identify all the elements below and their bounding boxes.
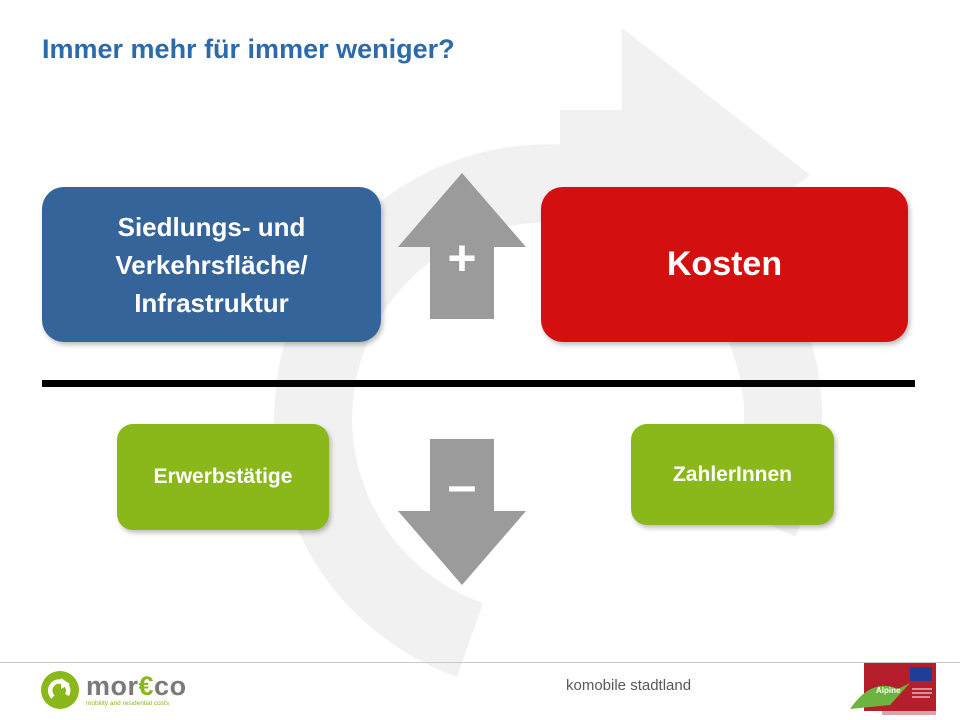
badge-label: Alpine: [876, 686, 901, 695]
minus-sign: –: [447, 457, 477, 515]
footer-divider: [0, 662, 960, 663]
infrastructure-box: Siedlungs- und Verkehrsfläche/ Infrastru…: [42, 187, 381, 342]
footer-center-text: komobile stadtland: [566, 677, 692, 694]
logo-prefix: mor: [86, 670, 139, 701]
down-arrow-icon: [398, 439, 526, 585]
payers-box: ZahlerInnen: [631, 424, 834, 525]
costs-box: Kosten: [541, 187, 908, 342]
slide-title: Immer mehr für immer weniger?: [42, 34, 455, 64]
infrastructure-label: Siedlungs- und Verkehrsfläche/ Infrastru…: [115, 211, 308, 318]
logo-wordmark: mor€co: [86, 670, 187, 701]
employed-label: Erwerbstätige: [153, 465, 293, 488]
divider-line: [42, 380, 915, 387]
moreco-logo: mor€co mobility and residential costs: [40, 669, 200, 711]
payers-label: ZahlerInnen: [672, 462, 793, 486]
moreco-logo-icon: [41, 671, 79, 709]
logo-tagline: mobility and residential costs: [86, 699, 170, 707]
logo-suffix: co: [154, 670, 187, 701]
costs-label: Kosten: [666, 245, 783, 283]
up-arrow-icon: [398, 173, 526, 319]
plus-sign: +: [447, 230, 477, 286]
logo-accent: €: [138, 670, 155, 701]
employed-box: Erwerbstätige: [117, 424, 329, 530]
alpine-space-badge-icon: [850, 663, 936, 715]
